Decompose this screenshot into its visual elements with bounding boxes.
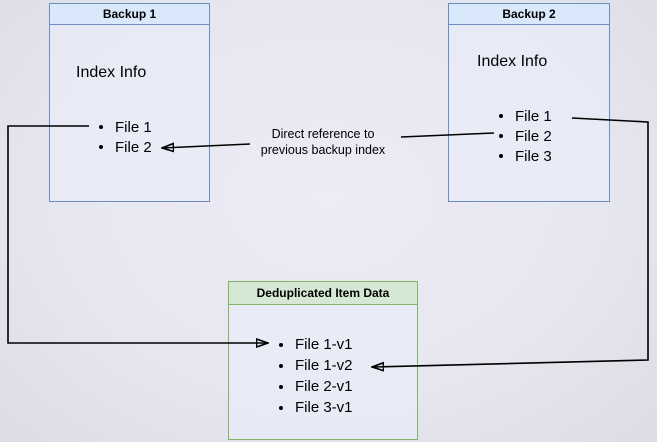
backup2-node: Backup 2 Index Info File 1 File 2 File 3 xyxy=(448,3,610,202)
list-item-label: File 1 xyxy=(515,107,552,125)
backup1-index-info-label: Index Info xyxy=(76,64,147,81)
backup2-file-list: File 1 File 2 File 3 xyxy=(499,106,552,166)
dedup-file-list: File 1-v1 File 1-v2 File 2-v1 File 3-v1 xyxy=(279,334,353,418)
list-item-label: File 1 xyxy=(115,118,152,136)
bullet-icon xyxy=(279,342,283,347)
edge-label: Direct reference to previous backup inde… xyxy=(243,126,403,158)
bullet-icon xyxy=(279,405,283,410)
list-item-label: File 2 xyxy=(115,138,152,156)
backup2-index-info-label: Index Info xyxy=(477,53,548,70)
list-item-label: File 1-v1 xyxy=(295,336,353,353)
list-item: File 2 xyxy=(99,137,152,157)
list-item: File 1-v1 xyxy=(279,334,353,355)
list-item-label: File 2-v1 xyxy=(295,378,353,395)
list-item: File 3 xyxy=(499,146,552,166)
edge-label-line1: Direct reference to xyxy=(271,127,375,141)
list-item: File 1-v2 xyxy=(279,355,353,376)
list-item-label: File 3-v1 xyxy=(295,399,353,416)
bullet-icon xyxy=(279,363,283,368)
list-item-label: File 2 xyxy=(515,127,552,145)
dedup-node: Deduplicated Item Data File 1-v1 File 1-… xyxy=(228,281,418,440)
list-item-label: File 3 xyxy=(515,147,552,165)
list-item: File 2-v1 xyxy=(279,376,353,397)
bullet-icon xyxy=(499,134,503,138)
bullet-icon xyxy=(99,145,103,149)
backup2-header: Backup 2 xyxy=(449,4,609,25)
bullet-icon xyxy=(499,114,503,118)
dedup-header: Deduplicated Item Data xyxy=(229,282,417,305)
list-item: File 1 xyxy=(99,117,152,137)
backup1-file-list: File 1 File 2 xyxy=(99,117,152,157)
bullet-icon xyxy=(499,154,503,158)
list-item: File 2 xyxy=(499,126,552,146)
backup1-node: Backup 1 Index Info File 1 File 2 xyxy=(49,3,210,202)
list-item: File 1 xyxy=(499,106,552,126)
list-item: File 3-v1 xyxy=(279,397,353,418)
bullet-icon xyxy=(279,384,283,389)
backup1-header: Backup 1 xyxy=(50,4,209,25)
bullet-icon xyxy=(99,125,103,129)
list-item-label: File 1-v2 xyxy=(295,357,353,374)
edge-label-line2: previous backup index xyxy=(260,143,386,157)
